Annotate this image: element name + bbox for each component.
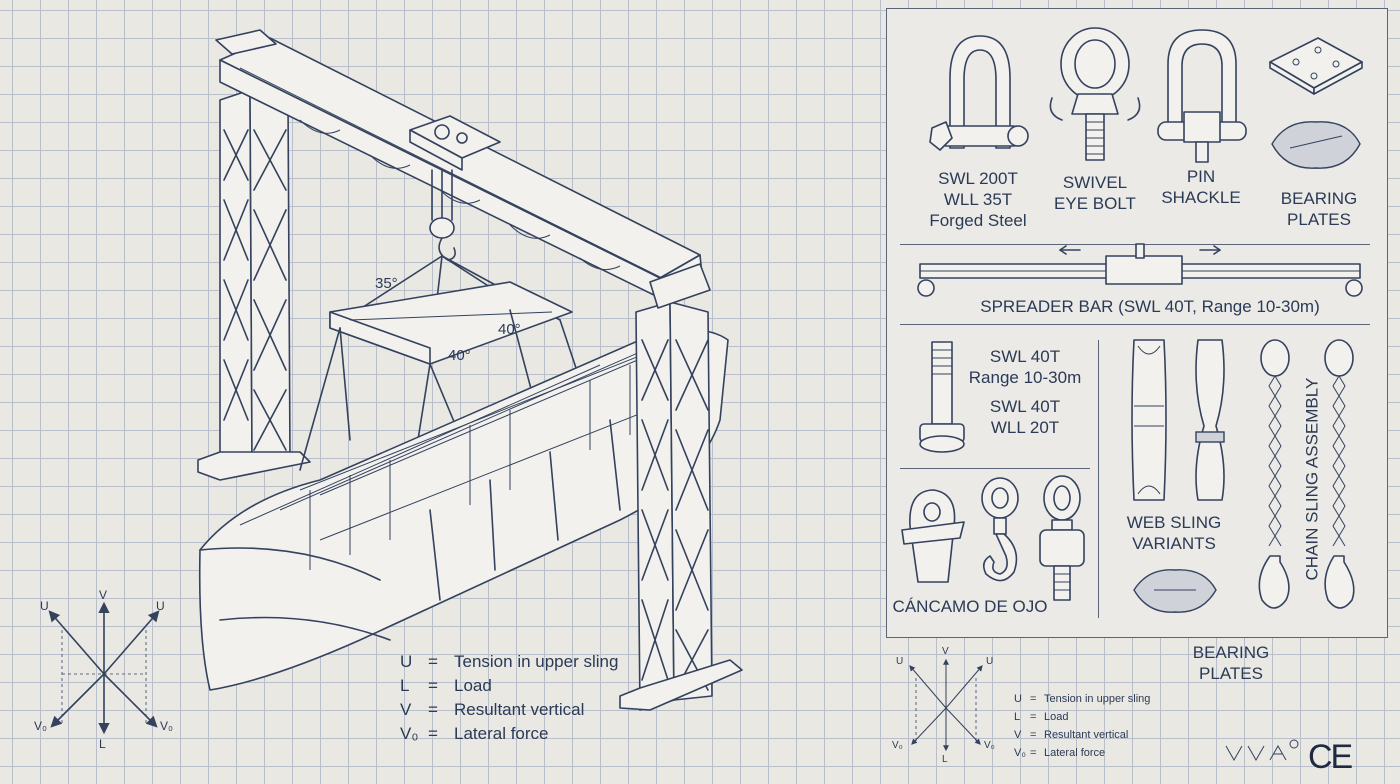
legend-row: V₀=Lateral force <box>1014 747 1106 759</box>
right-tower <box>619 263 743 711</box>
pin-shackle-icon <box>1157 29 1247 163</box>
legend-row: V=Resultant vertical <box>400 700 585 719</box>
panel-divider-vert <box>1098 340 1099 618</box>
bearing-plates-label: BEARING PLATES <box>1280 189 1358 229</box>
small-vector-u-right: U <box>986 656 993 667</box>
force-vector-diagram: U U V L V₀ V₀ <box>34 588 173 751</box>
bolt-spec-label: SWL 40T Range 10-30m SWL 40T WLL 20T <box>968 347 1082 437</box>
left-tower <box>197 89 311 481</box>
pin-shackle-label: PIN SHACKLE <box>1161 167 1241 207</box>
angle-label-35: 35° <box>375 275 398 292</box>
vector-u-left: U <box>40 599 49 613</box>
swivel-eye-bolt-label: SWIVEL EYE BOLT <box>1054 173 1136 213</box>
legend-row: U=Tension in upper sling <box>400 652 619 671</box>
angle-label-40-right: 40° <box>498 321 521 338</box>
bearing-pad-icon <box>1133 569 1217 613</box>
web-sling-flat-icon <box>1131 339 1167 501</box>
small-vector-vo-right: V₀ <box>984 740 995 751</box>
small-vector-u-left: U <box>896 656 903 667</box>
chain-sling-label: CHAIN SLING ASSEMBLY <box>1302 377 1322 581</box>
trolley <box>409 115 501 261</box>
certification-logo-icon <box>1225 739 1299 762</box>
vector-vo-right: V₀ <box>160 719 173 733</box>
bearing-plates-bottom-label: BEARING PLATES <box>1192 643 1270 683</box>
panel-divider-top <box>900 244 1370 245</box>
bolt-icon <box>919 341 965 453</box>
legend-row: V₀=Lateral force <box>400 724 549 743</box>
vector-v: V <box>99 588 107 602</box>
legend-row: U=Tension in upper sling <box>1014 693 1151 705</box>
chain-sling-left-icon <box>1258 339 1290 609</box>
small-vector-l: L <box>942 754 948 765</box>
swivel-eye-bolt-icon <box>1049 27 1141 161</box>
vector-vo-left: V₀ <box>34 719 47 733</box>
web-sling-label: WEB SLING VARIANTS <box>1126 513 1222 553</box>
force-legend-small: U=Tension in upper sling L=Load V=Result… <box>1014 690 1150 762</box>
swivel-eye-icon <box>1039 475 1085 601</box>
chain-sling-right-icon <box>1324 339 1355 609</box>
forged-shackle-label: SWL 200T WLL 35T Forged Steel <box>929 169 1027 230</box>
ce-mark: CE <box>1308 738 1353 776</box>
web-sling-eye-icon <box>1195 339 1225 501</box>
small-vector-vo-left: V₀ <box>892 740 903 751</box>
lifting-lug-icon <box>901 489 965 583</box>
panel-divider-mid <box>900 324 1370 325</box>
gantry-crane-illustration: 35° 40° 40° <box>197 29 743 711</box>
legend-row: L=Load <box>1014 711 1069 723</box>
legend-row: V=Resultant vertical <box>1014 729 1129 741</box>
spreader-bar-icon <box>917 243 1363 297</box>
vector-u-right: U <box>156 599 165 613</box>
small-vector-v: V <box>942 646 949 657</box>
forged-shackle-icon <box>929 35 1029 151</box>
force-vector-diagram-small: U U V L V₀ V₀ <box>892 646 995 765</box>
swivel-hook-icon <box>981 477 1019 582</box>
force-legend: U=Tension in upper sling L=Load V=Result… <box>400 650 618 746</box>
panel-divider-small <box>900 468 1090 469</box>
legend-row: L=Load <box>400 676 492 695</box>
bearing-plate-square-icon <box>1269 37 1363 95</box>
cancamo-label: CÁNCAMO DE OJO <box>892 597 1048 616</box>
hull <box>198 329 729 691</box>
spreader-bar-label: SPREADER BAR (SWL 40T, Range 10-30m) <box>980 297 1320 316</box>
bearing-plate-oval-icon <box>1271 121 1361 169</box>
angle-label-40-left: 40° <box>448 347 471 364</box>
vector-l: L <box>99 737 106 751</box>
